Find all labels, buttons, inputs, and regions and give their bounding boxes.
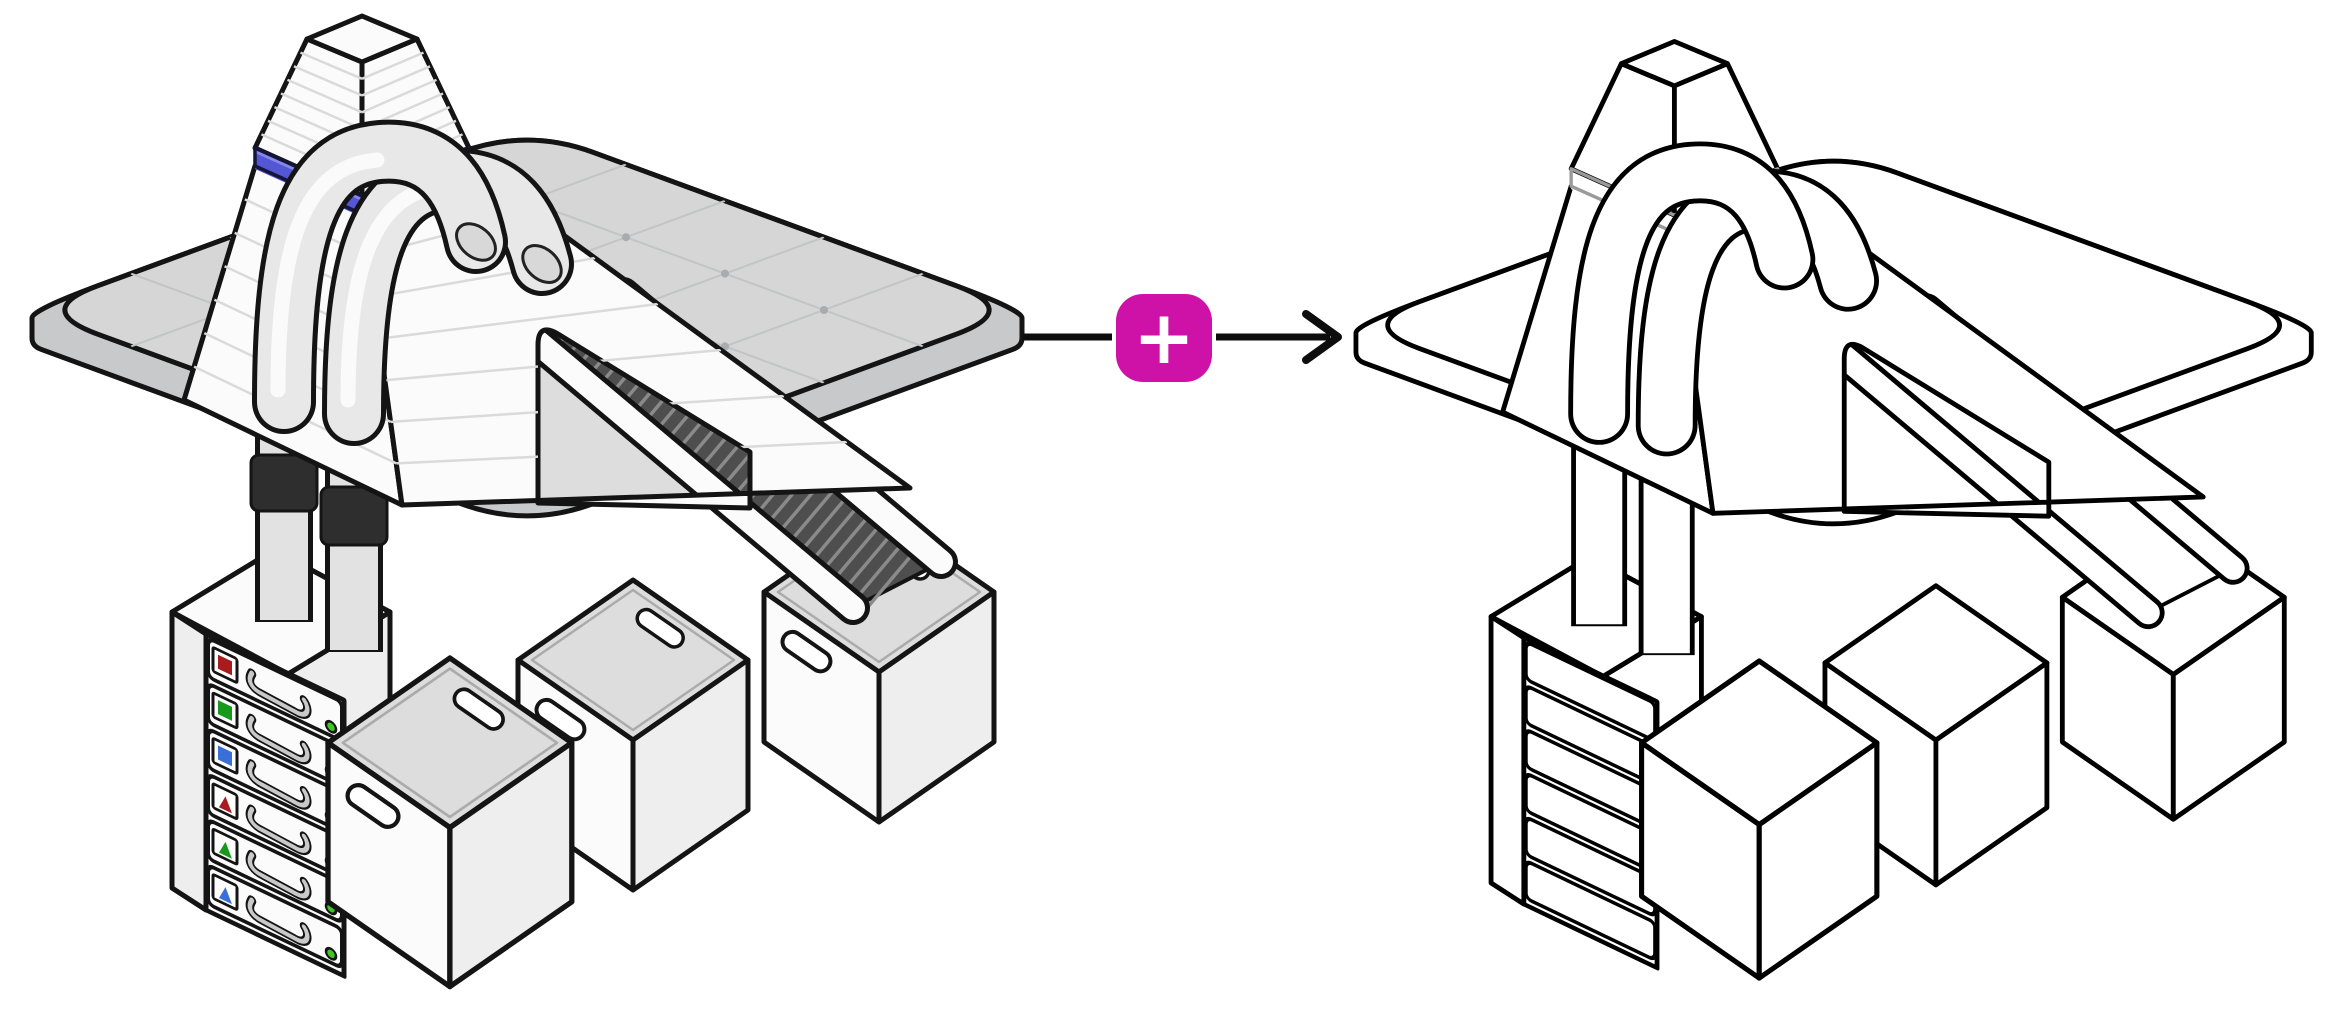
plus-badge[interactable] [1116, 294, 1212, 382]
right-illustration-outline [1356, 41, 2311, 978]
arrowhead-icon [1302, 310, 1342, 364]
left-illustration-colored [32, 16, 1022, 987]
plus-button[interactable]: + [1116, 294, 1212, 382]
plus-label: + [1133, 295, 1195, 381]
connector: + [1023, 294, 1342, 382]
